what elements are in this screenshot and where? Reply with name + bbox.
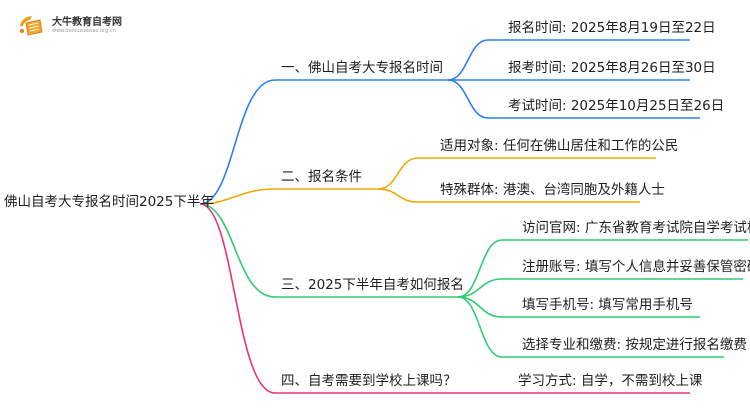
branch-1-child-1-connector [447,39,489,81]
branch-1-child-2: 报考时间: 2025年8月26日至30日 [508,60,716,76]
root-node: 佛山自考大专报名时间2025下半年 [4,194,214,210]
branch-2-child-2-connector [377,188,419,203]
branch-3-child-1: 访问官网: 广东省教育考试院自学考试栏目 [522,220,750,236]
branch-4-child-1: 学习方式: 自学，不需到校上课 [518,373,703,389]
root-branch-1-connector [199,79,276,205]
branch-3-label: 三、2025下半年自考如何报名 [281,277,464,293]
branch-3-child-4-connector [457,296,503,358]
branch-3-child-2-connector [457,278,503,298]
branch-2-label: 二、报名条件 [281,169,362,185]
root-branch-3-connector [199,203,276,298]
branch-1-label: 一、佛山自考大专报名时间 [281,60,443,76]
branch-2-child-1: 适用对象: 任何在佛山居住和工作的公民 [440,138,679,154]
root-branch-4-connector [199,203,276,394]
branch-1-child-3-connector [447,79,489,119]
branch-2-child-1-connector [377,157,419,190]
logo-url: www.daniuzuexiao.org.cn [52,28,116,35]
site-logo: 大牛教育自考网 www.daniuzuexiao.org.cn [18,14,122,38]
branch-1-child-3: 考试时间: 2025年10月25日至26日 [508,98,725,114]
branch-3-child-4: 选择专业和缴费: 按规定进行报名缴费 [522,337,747,353]
branch-2-child-2: 特殊群体: 港澳、台湾同胞及外籍人士 [440,182,665,198]
branch-1-child-1: 报名时间: 2025年8月19日至22日 [508,20,716,36]
branch-4-label: 四、自考需要到学校上课吗？ [281,373,457,389]
logo-title: 大牛教育自考网 [52,17,122,29]
root-branch-2-connector [199,188,276,205]
branch-3-child-1-connector [457,239,503,298]
branch-3-child-2: 注册账号: 填写个人信息并妥善保管密码 [522,259,750,275]
logo-icon [18,14,46,38]
branch-3-child-3: 填写手机号: 填写常用手机号 [522,297,693,313]
